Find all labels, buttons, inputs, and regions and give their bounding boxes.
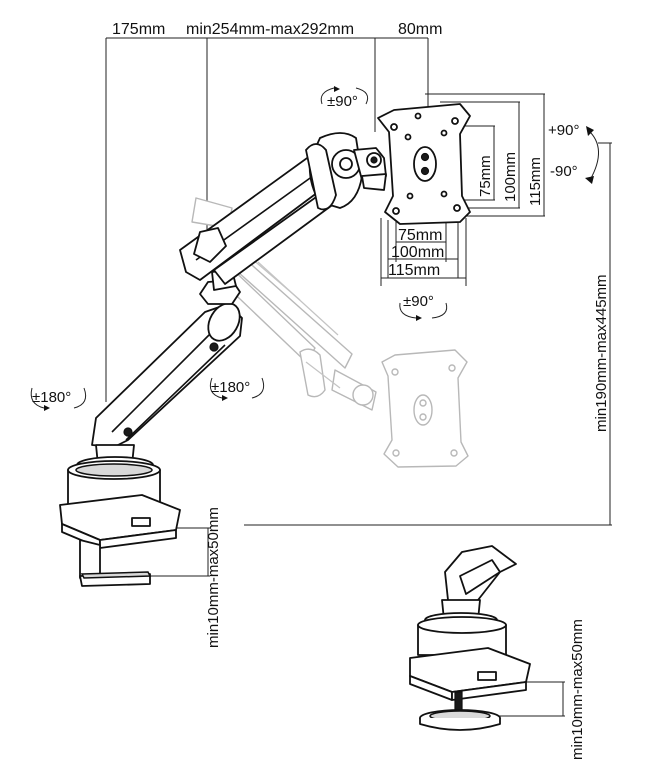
desk-clamp-detail bbox=[409, 545, 531, 731]
rotation-tilt-down-label: -90° bbox=[550, 163, 578, 180]
top-dimension-middle: min254mm-max292mm bbox=[186, 21, 354, 38]
vesa-horizontal-115: 115mm bbox=[388, 262, 440, 279]
rotation-tilt-top-label: ±90° bbox=[327, 93, 358, 110]
vesa-horizontal-100: 100mm bbox=[391, 244, 444, 261]
rotation-arrow-icon bbox=[209, 377, 223, 399]
rotation-arrow-icon bbox=[320, 87, 335, 105]
rotation-swivel-bottom-label: ±90° bbox=[403, 293, 434, 310]
rotation-arrow-icon bbox=[399, 302, 417, 319]
monitor-arm bbox=[91, 132, 387, 448]
vesa-horizontal-75: 75mm bbox=[398, 227, 442, 244]
vesa-vertical-75: 75mm bbox=[477, 155, 494, 197]
top-dimension-right: 80mm bbox=[398, 21, 442, 38]
vesa-vertical-115: 115mm bbox=[527, 157, 544, 206]
top-dimension-left: 175mm bbox=[112, 21, 165, 38]
ghost-arm-position bbox=[191, 197, 469, 468]
rotation-tilt-up-label: +90° bbox=[548, 122, 579, 139]
rotation-elbow-label: ±180° bbox=[211, 379, 250, 396]
vesa-plate bbox=[377, 103, 471, 225]
clamp-range-detail-label: min10mm-max50mm bbox=[569, 619, 586, 760]
desk-clamp-main bbox=[59, 444, 181, 587]
rotation-arrow-icon bbox=[587, 129, 599, 181]
rotation-base-label: ±180° bbox=[32, 389, 71, 406]
clamp-range-main-label: min10mm-max50mm bbox=[205, 507, 222, 648]
rotation-arrow-icon bbox=[30, 387, 45, 409]
vesa-vertical-100: 100mm bbox=[502, 152, 519, 202]
height-range-label: min190mm-max445mm bbox=[593, 274, 610, 432]
rotation-arrows bbox=[30, 86, 599, 411]
dimension-labels: 175mm min254mm-max292mm 80mm ±90° ±90° +… bbox=[32, 21, 610, 760]
